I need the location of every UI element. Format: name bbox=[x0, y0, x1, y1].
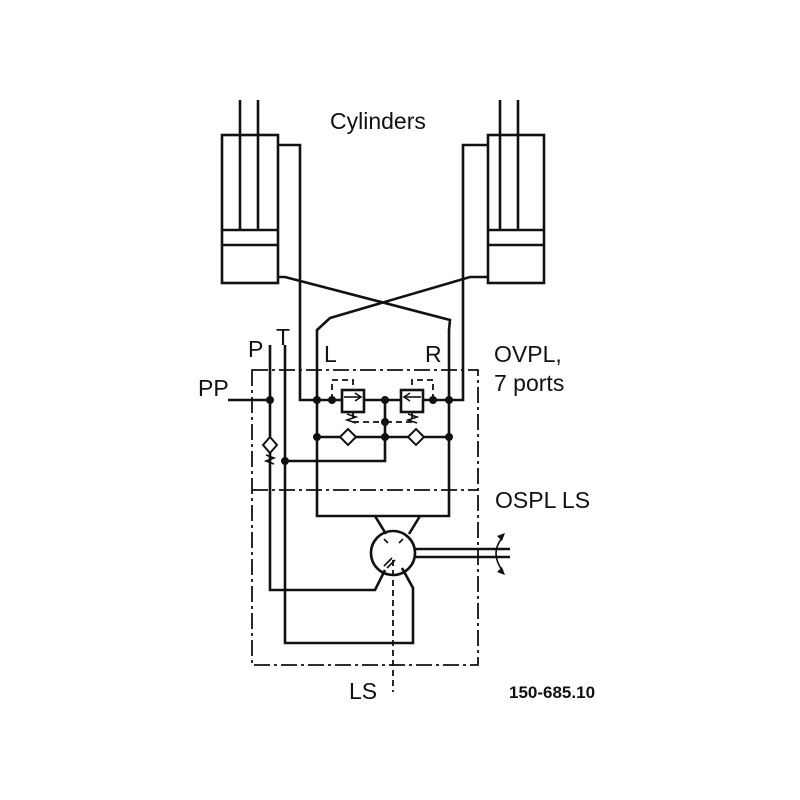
right-cylinder bbox=[486, 100, 546, 285]
ovpl-label: OVPL, bbox=[494, 341, 562, 367]
port-pp-label: PP bbox=[198, 375, 229, 401]
p-t-lines bbox=[228, 345, 415, 645]
port-p-label: P bbox=[248, 336, 264, 362]
port-l-label: L bbox=[324, 341, 337, 367]
ospl-label: OSPL LS bbox=[495, 487, 591, 513]
anti-cavitation-valves bbox=[285, 400, 449, 463]
left-cylinder bbox=[220, 100, 280, 285]
steering-unit bbox=[369, 515, 510, 577]
port-r-label: R bbox=[425, 341, 442, 367]
drawing-number: 150-685.10 bbox=[509, 683, 596, 702]
cylinders-label: Cylinders bbox=[330, 108, 426, 134]
junction-dots bbox=[266, 396, 453, 465]
unit-boundary bbox=[251, 369, 479, 666]
shock-valve-left bbox=[331, 379, 385, 424]
port-t-label: T bbox=[276, 324, 291, 350]
port-ls-label: LS bbox=[349, 678, 378, 704]
shock-valve-right bbox=[385, 379, 434, 424]
ovpl-ports-label: 7 ports bbox=[494, 370, 565, 396]
